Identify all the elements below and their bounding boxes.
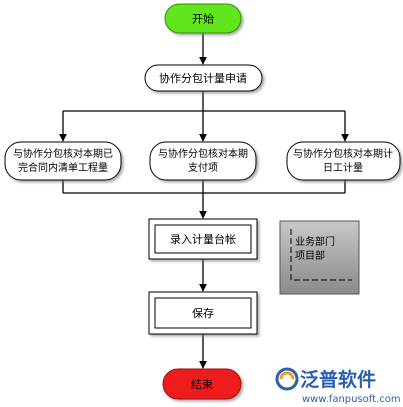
apply-label: 协作分包计量申请 [159,71,247,85]
check-right-line1: 与协作分包核对本期计 [293,147,393,160]
legend-line1: 业务部门 [295,235,335,248]
start-node: 开始 [164,3,242,34]
ledger-node: 录入计量台帐 [148,218,258,260]
apply-node: 协作分包计量申请 [144,64,263,92]
check-left-line2: 完合同内清单工程量 [18,161,108,174]
save-label: 保存 [192,306,214,320]
ledger-label: 录入计量台帐 [170,232,236,246]
check-mid-node: 与协作分包核对本期 支付项 [149,141,257,181]
check-mid-line2: 支付项 [188,161,218,174]
watermark: 泛普软件 www.fanpusoft.com [275,367,401,405]
save-node: 保存 [148,291,258,335]
connectors [59,33,349,369]
check-mid-line1: 与协作分包核对本期 [158,147,248,160]
watermark-brand: 泛普软件 [300,368,376,391]
end-node: 结束 [162,368,242,400]
legend-line2: 项目部 [295,249,325,262]
fanpu-logo-icon [275,367,299,391]
end-label: 结束 [191,378,213,391]
check-right-node: 与协作分包核对本期计 日工计量 [286,141,401,181]
check-left-line1: 与协作分包核对本期已 [13,147,113,160]
check-right-line2: 日工计量 [323,161,363,174]
check-left-node: 与协作分包核对本期已 完合同内清单工程量 [4,141,122,181]
start-label: 开始 [192,12,214,26]
legend-box: 业务部门 项目部 [279,220,360,295]
watermark-url: www.fanpusoft.com [302,394,401,405]
